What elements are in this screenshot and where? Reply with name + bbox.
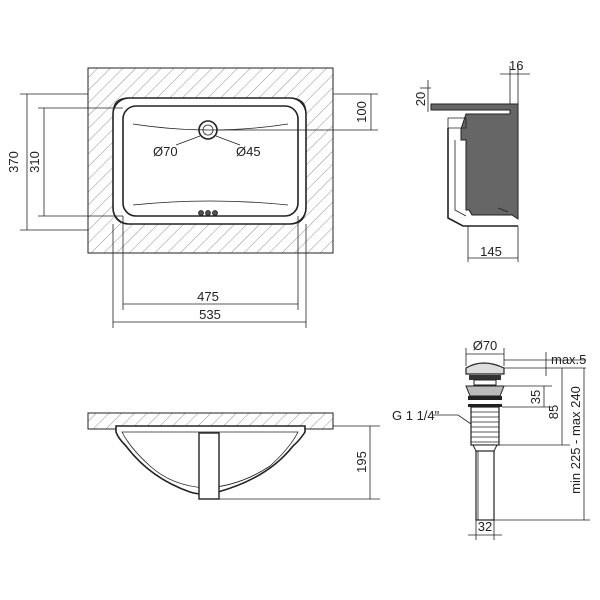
drain-flange <box>465 385 505 397</box>
dim-label-535: 535 <box>199 307 221 322</box>
drain-hole-inner <box>202 124 214 136</box>
dim-label-370: 370 <box>6 151 21 173</box>
basin-outer-rim <box>112 97 307 225</box>
drain-pipe <box>198 432 220 500</box>
dim-label-100: 100 <box>354 101 369 123</box>
drain-cap <box>465 362 505 375</box>
drain-cap-seal <box>469 375 501 380</box>
dim-label-310: 310 <box>27 151 42 173</box>
top-view: 370 310 100 475 535 Ø70 Ø45 <box>6 67 378 328</box>
leader-drain-outer <box>175 135 201 146</box>
basin-bowl-curve-bottom <box>132 200 289 206</box>
drain-thread-body <box>470 406 500 446</box>
overflow-hole-1 <box>198 210 204 216</box>
basin-outer-profile <box>447 128 518 227</box>
dim-label-85: 85 <box>546 405 561 419</box>
basin-inner-profile <box>454 140 467 217</box>
drain-washer-2 <box>468 404 502 407</box>
dim-label-20: 20 <box>413 92 428 106</box>
dim-label-range: min 225 - max 240 <box>568 386 583 494</box>
dim-label-475: 475 <box>197 289 219 304</box>
dim-label-16: 16 <box>509 58 523 73</box>
drain-detail: Ø70 max.5 35 85 min 225 - max 240 G 1 1/… <box>392 338 590 540</box>
leader-thread <box>432 414 472 425</box>
dim-label-145: 145 <box>480 244 502 259</box>
dim-label-cap: Ø70 <box>473 338 498 353</box>
drain-washer-1 <box>468 396 502 400</box>
basin-inner-rim <box>122 105 299 217</box>
dim-label-thread: G 1 1/4" <box>392 408 440 423</box>
drain-nut <box>472 444 498 452</box>
dim-label-35: 35 <box>528 390 543 404</box>
drain-tailpiece <box>475 450 495 521</box>
basin-section <box>430 103 519 220</box>
front-section-view: 195 <box>87 412 380 500</box>
basin-bowl-curve-top <box>132 123 289 131</box>
overflow-channel <box>447 117 467 129</box>
side-view: 20 16 145 <box>413 58 530 262</box>
dim-label-195: 195 <box>354 451 369 473</box>
countertop-hatched <box>87 67 334 254</box>
dim-label-pipe: 32 <box>478 519 492 534</box>
overflow-hole-2 <box>205 210 211 216</box>
overflow-hole-3 <box>212 210 218 216</box>
dim-label-drain-outer: Ø70 <box>153 144 178 159</box>
leader-drain-inner <box>215 135 241 146</box>
drain-stem <box>473 379 497 386</box>
dim-label-drain-inner: Ø45 <box>236 144 261 159</box>
dim-label-max5: max.5 <box>551 352 586 367</box>
